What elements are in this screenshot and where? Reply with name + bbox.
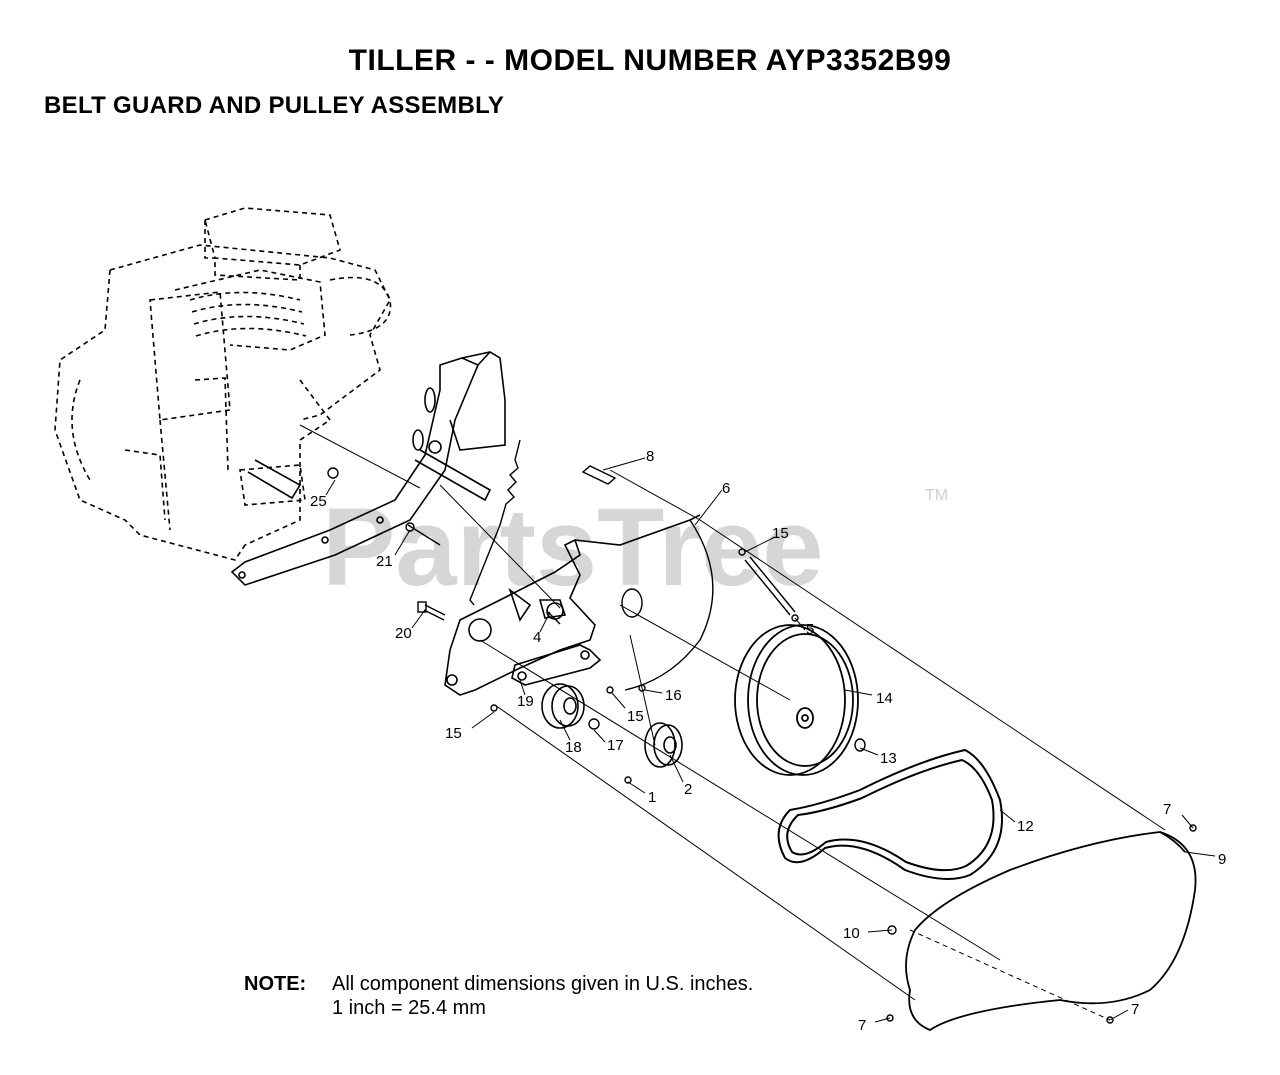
assembly-lines (439, 469, 1166, 1021)
callout-20: 20 (395, 625, 412, 642)
callout-13: 13 (880, 750, 897, 767)
page-subtitle: BELT GUARD AND PULLEY ASSEMBLY (44, 92, 505, 119)
note-label: NOTE: (244, 973, 307, 995)
large-pulley (734, 624, 859, 776)
callout-1: 1 (648, 789, 656, 806)
callout-9: 9 (1218, 851, 1226, 868)
belt-guard-outer (905, 831, 1197, 1032)
engine-mount-bracket (230, 351, 506, 586)
callout-8: 8 (646, 448, 654, 465)
hardware (327, 465, 1197, 1024)
callout-18: 18 (565, 739, 582, 756)
callout-4: 4 (533, 629, 541, 646)
leader-lines (325, 457, 1216, 1023)
watermark-tm: TM (925, 487, 948, 504)
callout-25: 25 (310, 493, 327, 510)
callout-15-left: 15 (445, 725, 462, 742)
drive-pulley-small (644, 722, 683, 768)
callout-5: 5 (806, 621, 814, 638)
dimensions-note: NOTE: All component dimensions given in U… (244, 972, 753, 1020)
engine-phantom (54, 207, 392, 561)
callout-12: 12 (1017, 818, 1034, 835)
page-title: TILLER - - MODEL NUMBER AYP3352B99 (348, 44, 952, 77)
callout-14: 14 (876, 690, 893, 707)
idler-pulley (541, 683, 585, 729)
callout-15-mid: 15 (627, 708, 644, 725)
idler-arm (511, 644, 602, 686)
callout-10: 10 (843, 925, 860, 942)
callout-7-right: 7 (1163, 801, 1171, 818)
callout-6: 6 (722, 480, 730, 497)
callout-2: 2 (684, 781, 692, 798)
tension-spring (469, 439, 521, 606)
callout-16: 16 (665, 687, 682, 704)
note-line-2: 1 inch = 25.4 mm (332, 997, 486, 1019)
callout-7-bottom-left: 7 (858, 1017, 866, 1034)
watermark-brand: PartsTree (322, 486, 823, 609)
callout-21: 21 (376, 553, 393, 570)
callout-19: 19 (517, 693, 534, 710)
callout-7-bottom-right: 7 (1131, 1001, 1139, 1018)
note-line-1: All component dimensions given in U.S. i… (332, 973, 754, 995)
callout-17: 17 (607, 737, 624, 754)
belt-guard-inner (621, 519, 714, 691)
callout-15-top: 15 (772, 525, 789, 542)
v-belt (777, 748, 1003, 880)
